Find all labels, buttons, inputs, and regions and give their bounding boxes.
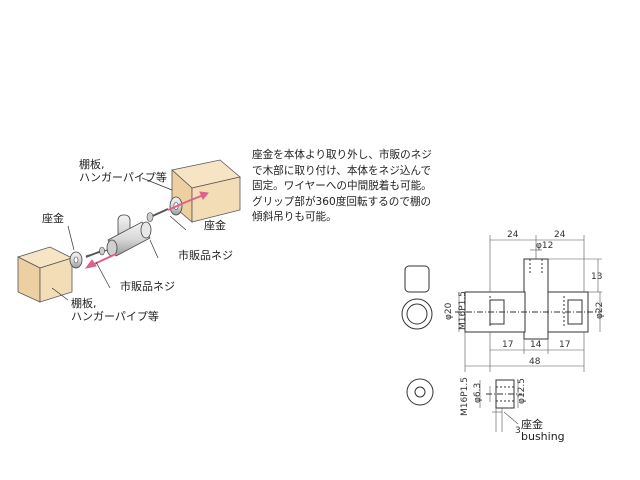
product-description: 座金を本体より取り外し、市販のネジ で木部に取り付け、本体をネジ込んで 固定。ワ…	[252, 149, 432, 223]
label-shelf-top-2: ハンガーパイプ等	[79, 171, 167, 184]
wood-block-upper	[171, 159, 241, 223]
dim-17b: 17	[559, 340, 570, 350]
side-view	[455, 258, 600, 340]
label-shelf-bottom-1: 棚板,	[71, 297, 97, 310]
label-washer-right: 座金	[204, 219, 226, 232]
bushing-label-en: bushing	[521, 430, 565, 443]
arrow-right	[167, 191, 209, 211]
dim-m16: M16P1.5	[458, 291, 468, 330]
bushing-front	[406, 378, 434, 406]
dim-phi6-3: φ6.3	[473, 383, 483, 403]
dimension-lines-top	[489, 235, 602, 332]
dim-48: 48	[529, 357, 541, 367]
label-screw-bottom: 市販品ネジ	[120, 280, 175, 293]
dim-m16-bushing: M16P1.5	[460, 377, 470, 416]
dim-3: 3	[515, 426, 521, 436]
dim-top-left-24: 24	[507, 230, 519, 240]
wood-block-lower	[16, 246, 74, 303]
label-screw-right: 市販品ネジ	[178, 249, 233, 262]
leader-lines	[51, 177, 187, 301]
dim-17a: 17	[502, 340, 513, 350]
label-shelf-bottom-2: ハンガーパイプ等	[71, 310, 159, 323]
front-view	[401, 265, 433, 330]
dim-phi12-5: φ12.5	[517, 378, 527, 404]
dim-phi20: φ20	[444, 302, 454, 320]
dim-top-right-24: 24	[554, 230, 566, 240]
label-shelf-top-1: 棚板,	[79, 158, 105, 171]
left-screw	[85, 246, 105, 258]
dim-13: 13	[591, 272, 602, 282]
dim-phi12: φ12	[536, 241, 553, 251]
bushing-label-jp: 座金	[521, 418, 543, 431]
left-washer	[69, 251, 83, 269]
label-washer-left: 座金	[42, 212, 64, 225]
dim-phi22: φ22	[595, 302, 605, 319]
dimension-lines-bottom	[458, 292, 585, 372]
hanger-body	[85, 214, 152, 257]
dim-14: 14	[530, 340, 542, 350]
bushing-side	[486, 379, 522, 409]
arrow-left	[84, 253, 117, 269]
bushing-dimension-lines	[479, 380, 519, 432]
right-screw	[146, 208, 169, 222]
